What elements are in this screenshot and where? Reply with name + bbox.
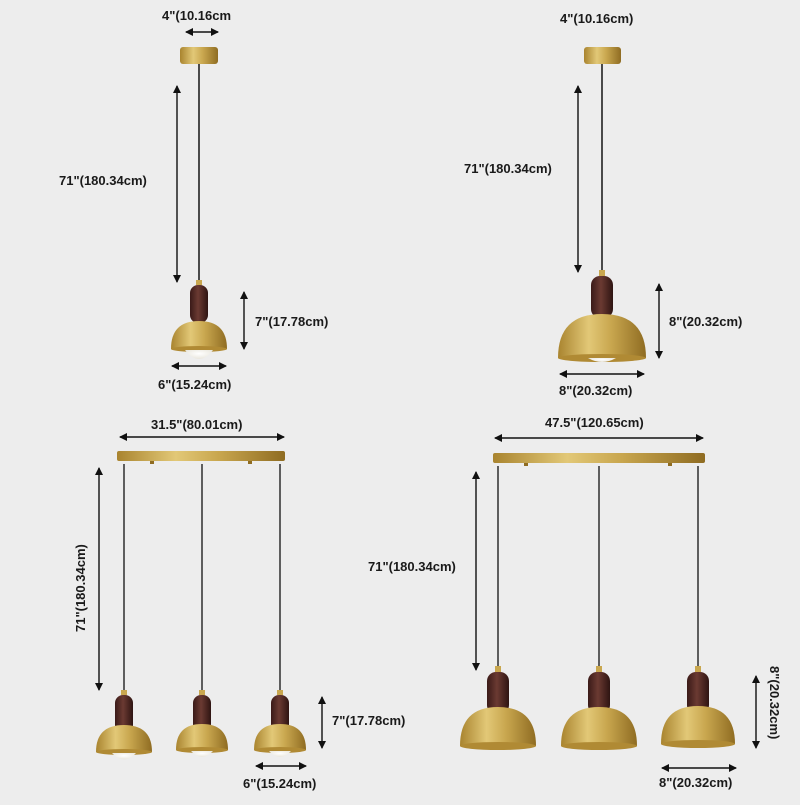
triple-large-pendant: [460, 453, 735, 750]
shade: [171, 321, 227, 349]
triple-small-pendant: [96, 451, 306, 760]
triple-small-dimensions: [95, 433, 326, 770]
canopy-bar: [493, 453, 705, 463]
triple-large-shade-width-label: 8"(20.32cm): [659, 775, 733, 790]
single-small-pendant: [171, 47, 227, 359]
canopy: [584, 47, 621, 64]
single-large-cord-length-label: 71"(180.34cm): [464, 161, 552, 176]
single-large-pendant: [558, 47, 646, 362]
bulb: [185, 350, 213, 359]
canopy-bar: [117, 451, 285, 461]
triple-small-cord-length-label: 71"(180.34cm): [73, 544, 88, 632]
triple-small-shade-width-label: 6"(15.24cm): [243, 776, 317, 791]
bulb: [588, 358, 616, 362]
triple-small-bar-width-label: 31.5"(80.01cm): [151, 417, 243, 432]
triple-large-dimensions: [472, 434, 760, 772]
shade: [558, 314, 646, 358]
single-small-dimensions: [171, 28, 248, 370]
triple-large-shade-height-label: 8"(20.32cm): [767, 666, 782, 740]
single-small-cord-length-label: 71"(180.34cm): [59, 173, 147, 188]
single-large-shade-width-label: 8"(20.32cm): [559, 383, 633, 398]
single-large-canopy-width-label: 4"(10.16cm): [560, 11, 634, 26]
single-large-shade-height-label: 8"(20.32cm): [669, 314, 743, 329]
single-large-dimensions: [559, 85, 663, 378]
single-small-canopy-width-label: 4"(10.16cm: [162, 8, 232, 23]
single-small-shade-width-label: 6"(15.24cm): [158, 377, 232, 392]
wood-socket: [190, 285, 208, 323]
wood-socket: [591, 276, 613, 318]
canopy: [180, 47, 218, 64]
triple-large-cord-length-label: 71"(180.34cm): [368, 559, 456, 574]
triple-large-bar-width-label: 47.5"(120.65cm): [545, 415, 644, 430]
single-small-shade-height-label: 7"(17.78cm): [255, 314, 329, 329]
triple-small-shade-height-label: 7"(17.78cm): [332, 713, 406, 728]
